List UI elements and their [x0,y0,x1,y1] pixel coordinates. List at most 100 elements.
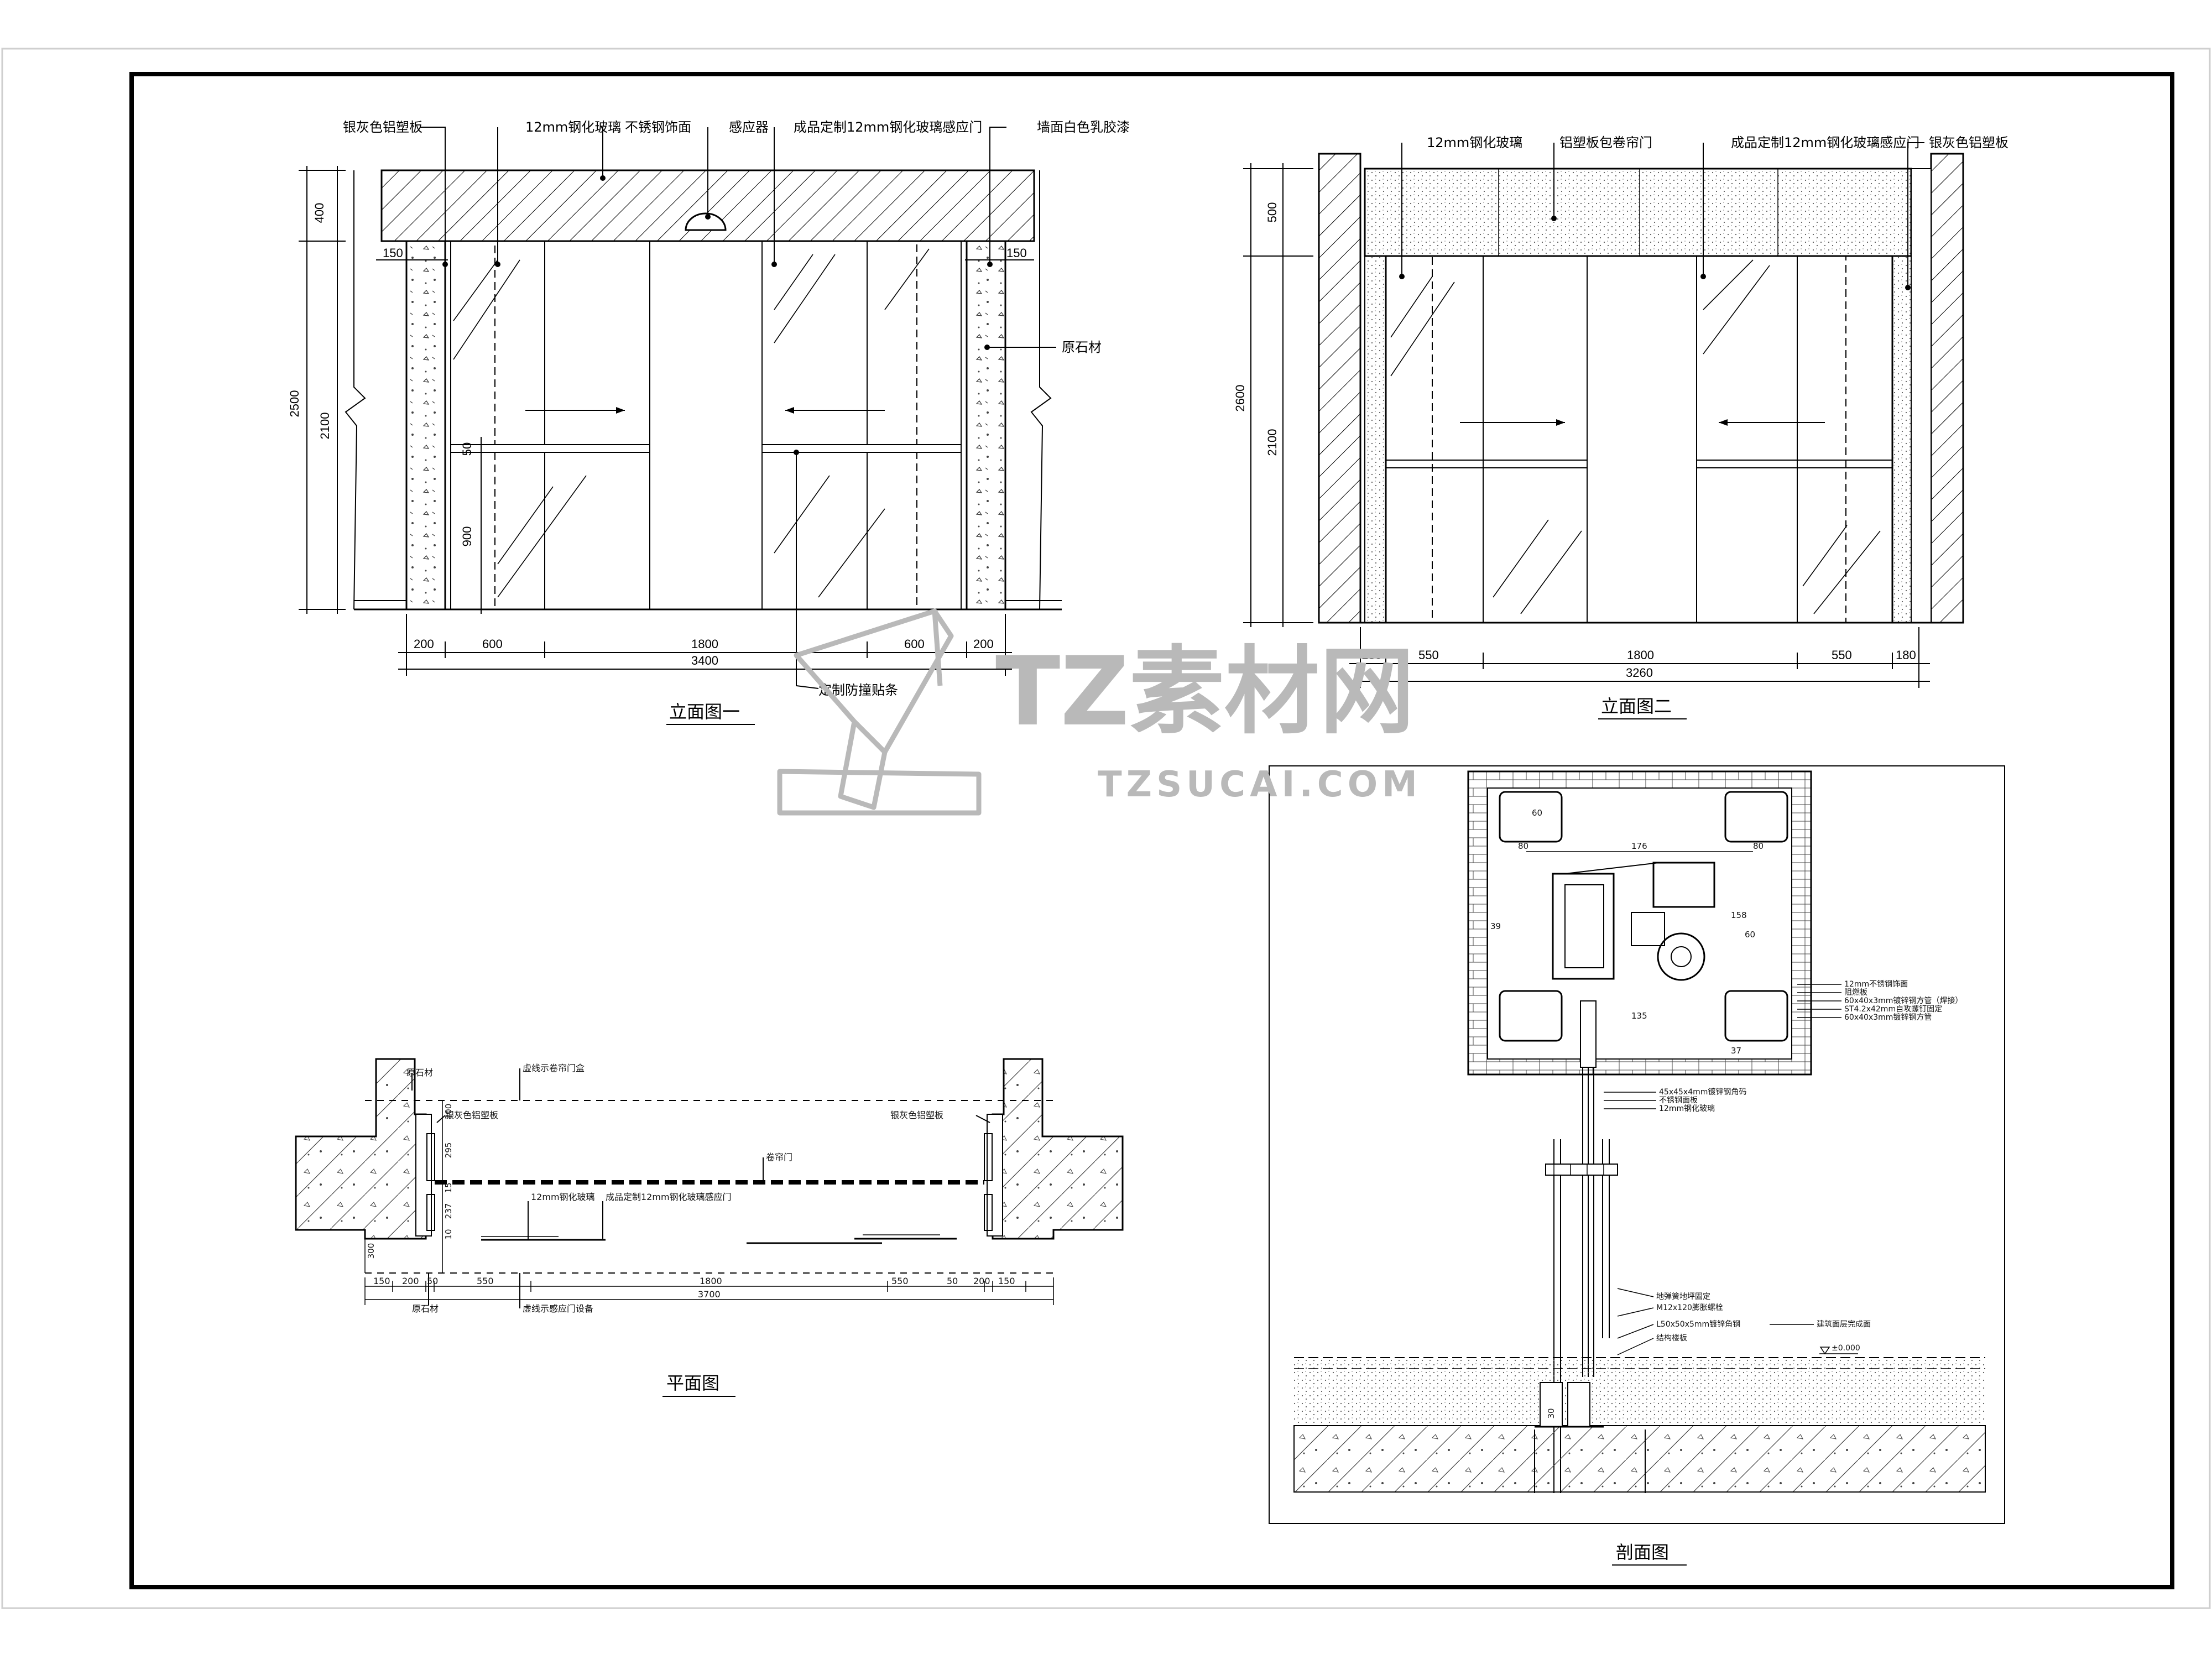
watermark-url: TZSUCAI.COM [1098,764,1422,805]
section-notes-upper: 12mm不锈钢饰面 阻燃板 60x40x3mm镀锌钢方管（焊接） ST4.2x4… [1844,980,1963,1022]
sec-note-floor-1: M12x120膨胀螺栓 [1656,1303,1723,1312]
elevation-2: 12mm钢化玻璃 铝塑板包卷帘门 成品定制12mm钢化玻璃感应门 银灰色铝塑板 … [1233,135,2008,719]
label-sensor: 感应器 [729,119,769,135]
dim-elev1-900: 900 [460,526,474,547]
dim-elev2-550-right: 550 [1832,648,1852,662]
plan-label-stone-bottom: 原石材 [412,1303,439,1314]
section-border [1269,765,2005,1524]
plan-label-rolling-door: 卷帘门 [766,1152,792,1162]
dim-elev2-500: 500 [1265,202,1279,223]
dim-elev1-2100: 2100 [318,413,332,440]
title-elevation-1: 立面图一 [669,701,740,722]
elev1-glass-frame [444,240,968,611]
sec-level: ±0.000 [1832,1344,1860,1353]
section-view: 60 80 176 80 39 158 60 135 37 30 [1269,765,2005,1566]
plan-dim-v300: 300 [366,1243,376,1259]
dim-elev1-50: 50 [460,442,474,456]
dim-elev1-600-right: 600 [904,637,925,651]
plan-wall-right [992,1058,1124,1240]
title-section: 剖面图 [1616,1542,1669,1563]
dim-elev2-180-right: 180 [1896,648,1916,662]
sec-note-lower-0: 45x45x4mm镀锌钢角码 [1659,1087,1746,1097]
title-elevation-2: 立面图二 [1601,696,1672,717]
sec-dim-37: 37 [1731,1046,1741,1056]
sec-note-floor-2: L50x50x5mm镀锌角钢 [1656,1319,1740,1329]
dim-elev1-400: 400 [312,203,326,223]
dim-elev1-200-left: 200 [414,637,434,651]
dim-elev2-1800: 1800 [1627,648,1654,662]
plan-dim-550-right: 550 [891,1276,909,1286]
sec-note-lower-1: 不锈钢面板 [1659,1096,1698,1105]
plan-label-stone-top: 原石材 [406,1067,433,1078]
watermark: TZ素材网 TZSUCAI.COM [777,608,1422,816]
plan-dim-v100: 100 [444,1104,453,1120]
label-e2-door: 成品定制12mm钢化玻璃感应门 [1731,135,1919,150]
plan-dim-150-left: 150 [373,1276,390,1286]
sec-note-floor-3: 结构楼板 [1656,1334,1687,1343]
plan-dim-1800: 1800 [700,1276,722,1286]
sec-dim-158: 158 [1731,910,1747,920]
elev1-stone-jamb-right [966,240,1006,611]
dim-elev1-jamb-left: 150 [383,246,403,260]
plan-dim-50-left: 50 [427,1276,438,1286]
sec-dim-135: 135 [1631,1011,1647,1021]
label-e2-silver: 银灰色铝塑板 [1929,135,2008,150]
sec-dim-39: 39 [1490,921,1501,931]
plan-label-glass: 12mm钢化玻璃 [531,1192,595,1202]
sec-dim-60b: 60 [1745,930,1755,940]
dim-elev1-600-left: 600 [482,637,503,651]
plan-dim-50-right: 50 [947,1276,958,1286]
label-glass-12mm: 12mm钢化玻璃 [525,119,621,135]
plan-dim-200-left: 200 [402,1276,419,1286]
label-sensor-door: 成品定制12mm钢化玻璃感应门 [794,119,982,135]
sec-dim-60: 60 [1532,808,1542,818]
page-outer-border [1,48,2211,1609]
dim-elev2-180-left: 180 [1361,648,1382,662]
sec-note-4: 60x40x3mm镀锌钢方管 [1844,1013,1932,1022]
plan-dim-3700: 3700 [698,1289,721,1300]
elev2-rolling-door-box [1364,168,1912,257]
label-silver-panel: 银灰色铝塑板 [343,119,422,135]
dim-elev1-3400: 3400 [691,654,718,667]
elevation-1: 银灰色铝塑板 12mm钢化玻璃 不锈钢饰面 感应器 成品定制12mm钢化玻璃感应… [288,119,1130,725]
elev2-wall-right [1930,153,1964,624]
label-stainless: 不锈钢饰面 [625,119,691,135]
plan-label-silver-left: 银灰色铝塑板 [445,1110,498,1120]
sec-note-0: 12mm不锈钢饰面 [1844,980,1908,989]
dim-elev2-2600: 2600 [1233,385,1247,412]
sec-note-3: ST4.2x42mm自攻螺钉固定 [1844,1005,1942,1014]
watermark-logo-icon [777,608,982,816]
elev2-wall-left [1318,153,1361,624]
dim-elev1-2500: 2500 [288,390,301,418]
elev1-stone-jamb-left [405,240,446,611]
sec-dim-80-left: 80 [1518,841,1528,851]
drawing-frame [129,72,2174,1589]
plan-view: 原石材 虚线示卷帘门盒 银灰色铝塑板 银灰色铝塑板 卷帘门 12mm钢化玻璃 成… [295,1058,1124,1397]
label-stone: 原石材 [1062,340,1102,355]
title-plan: 平面图 [666,1373,719,1394]
plan-label-door: 成品定制12mm钢化玻璃感应门 [606,1192,732,1202]
label-e2-glass: 12mm钢化玻璃 [1427,135,1522,150]
plan-dim-200-right: 200 [973,1276,990,1286]
plan-dim-150-right: 150 [998,1276,1015,1286]
sec-note-2: 60x40x3mm镀锌钢方管（焊接） [1844,996,1963,1005]
sec-dim-80-right: 80 [1753,841,1764,851]
plan-dim-v15: 15 [444,1182,453,1193]
dim-elev1-200-right: 200 [973,637,994,651]
sec-note-lower-2: 12mm钢化玻璃 [1659,1104,1715,1113]
plan-label-silver-right: 银灰色铝塑板 [890,1110,943,1120]
plan-dim-v237: 237 [444,1203,453,1219]
section-notes-lower: 45x45x4mm镀锌钢角码 不锈钢面板 12mm钢化玻璃 [1659,1087,1746,1113]
section-structural-slab [1293,1425,1986,1493]
dim-elev1-1800: 1800 [691,637,718,651]
plan-dim-550-left: 550 [477,1276,494,1286]
label-wall-paint: 墙面白色乳胶漆 [1037,119,1130,135]
plan-label-rolling-box: 虚线示卷帘门盒 [523,1063,585,1073]
dim-elev2-3260: 3260 [1626,666,1653,680]
dim-elev2-2100: 2100 [1265,429,1279,456]
sensor-icon [685,212,727,231]
dim-elev2-550-left: 550 [1418,648,1439,662]
dim-elev1-jamb-right: 150 [1006,246,1027,260]
label-e2-rolling: 铝塑板包卷帘门 [1559,135,1652,150]
